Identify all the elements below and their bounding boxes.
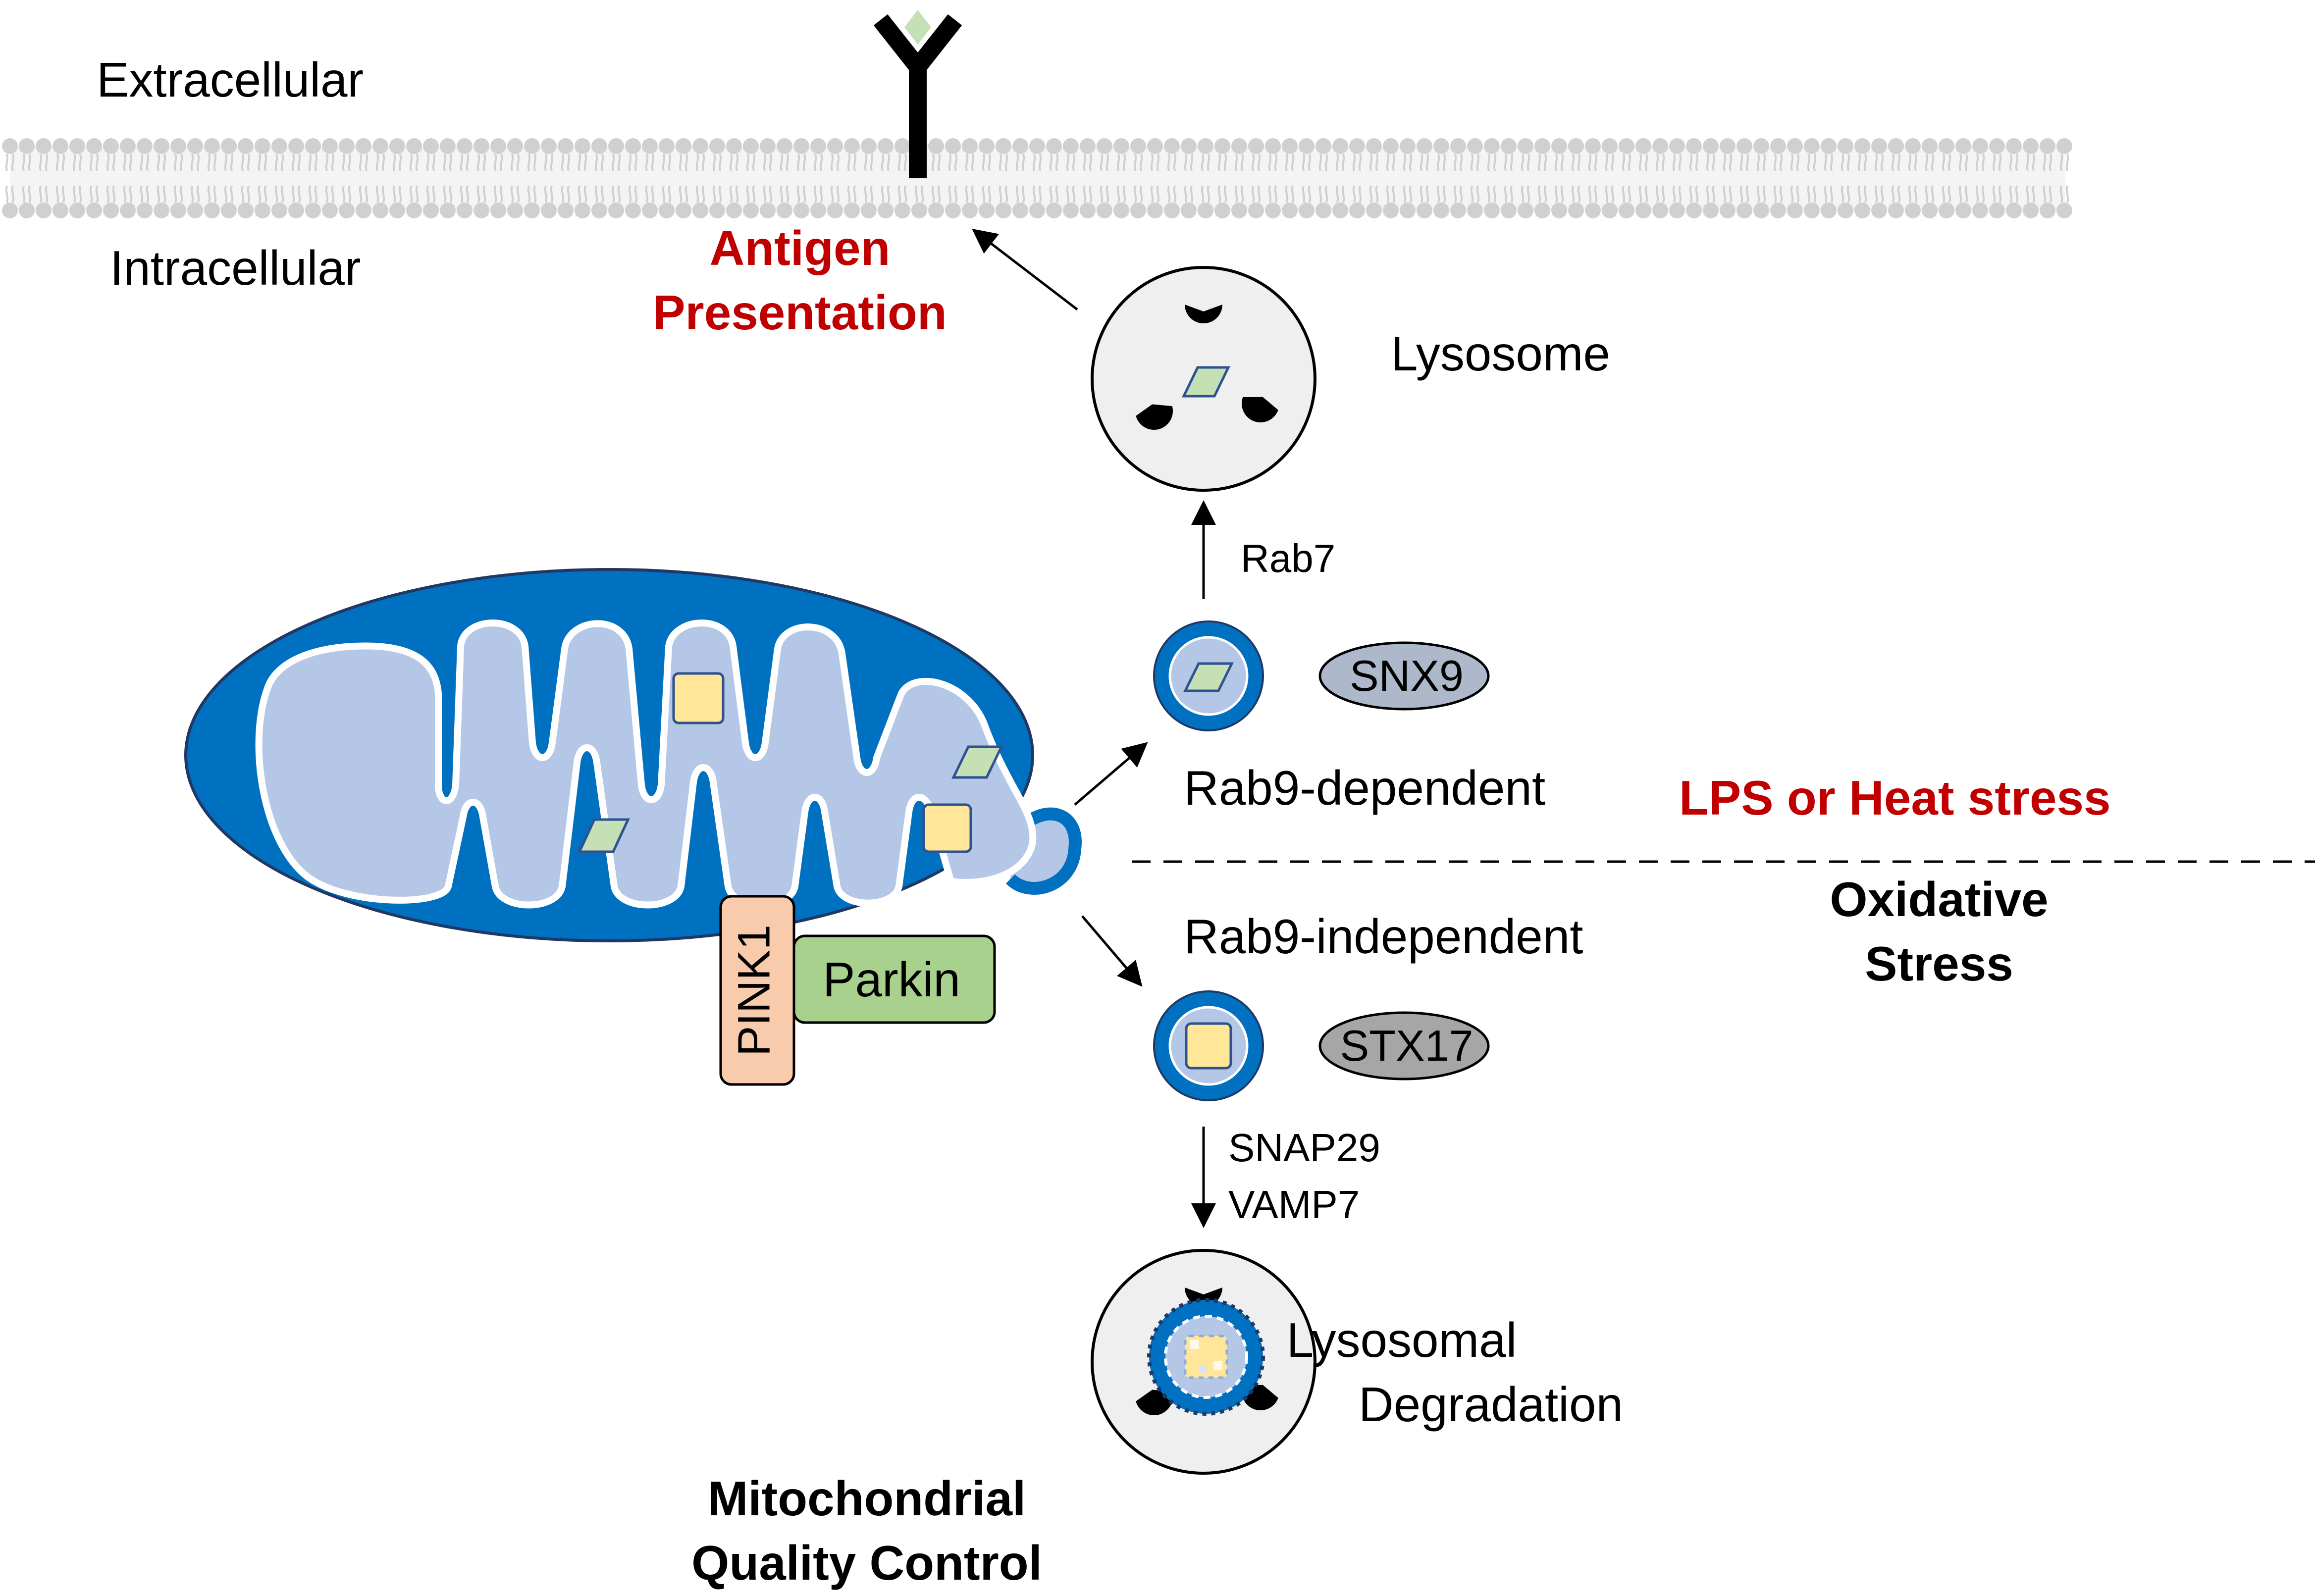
vesicle-icon — [1153, 620, 1264, 731]
receptor-icon — [873, 10, 962, 178]
plasma-membrane — [2, 138, 2072, 218]
mito-cargo-green — [578, 818, 630, 853]
snx9-ellipse — [1318, 641, 1490, 711]
rab7-label: Rab7 — [1241, 536, 1335, 580]
vesicle-icon — [1153, 990, 1264, 1101]
arrow-to-membrane — [972, 228, 1078, 310]
mito-cargo-yellow — [672, 672, 725, 724]
lysosomal-degradation-line1: Lysosomal — [1287, 1313, 1517, 1367]
arrow-to-snx9 — [1074, 742, 1148, 806]
oxidative-stress-line2: Stress — [1865, 936, 2013, 991]
stx17-label: STX17 — [1340, 1021, 1473, 1070]
lysosome-icon — [1091, 266, 1316, 492]
stx17-ellipse — [1318, 1011, 1490, 1081]
lps-heat-stress-label: LPS or Heat stress — [1679, 771, 2110, 825]
pink1-box: PINK1 — [719, 895, 795, 1086]
snap29-label: SNAP29 — [1228, 1126, 1380, 1170]
pink1-label: PINK1 — [729, 925, 779, 1056]
extracellular-label: Extracellular — [97, 52, 364, 107]
antigen-presentation-line2: Presentation — [653, 285, 947, 340]
antigen-cargo — [1182, 366, 1230, 398]
mito-cargo-green — [951, 745, 1003, 779]
lysosomal-degradation-line2: Degradation — [1359, 1377, 1623, 1432]
mqc-title-line2: Quality Control — [691, 1536, 1042, 1590]
mitochondrial-cristae — [255, 619, 1037, 909]
vamp7-label: VAMP7 — [1228, 1183, 1360, 1227]
mitochondrion-icon — [184, 568, 1082, 942]
stx17-vesicle: STX17 — [1153, 990, 1490, 1101]
mito-cargo-yellow — [922, 803, 972, 853]
degradation-lysosome-icon — [1091, 1249, 1316, 1475]
arrow-to-stx17 — [1081, 915, 1143, 987]
antigen-presentation-line1: Antigen — [710, 221, 891, 275]
intracellular-label: Intracellular — [110, 241, 361, 295]
snx9-vesicle: SNX9 — [1153, 620, 1490, 731]
mqc-title-line1: Mitochondrial — [708, 1471, 1026, 1526]
degrading-vesicle — [1147, 1298, 1265, 1416]
lysosome-label: Lysosome — [1391, 326, 1610, 381]
oxidative-stress-line1: Oxidative — [1830, 872, 2048, 927]
parkin-label: Parkin — [823, 952, 960, 1007]
snx9-label: SNX9 — [1350, 651, 1464, 700]
rab9-independent-label: Rab9-independent — [1184, 909, 1583, 964]
hydrolase-icon — [1136, 305, 1278, 430]
rab9-dependent-label: Rab9-dependent — [1184, 761, 1545, 815]
parkin-box: Parkin — [792, 934, 996, 1024]
